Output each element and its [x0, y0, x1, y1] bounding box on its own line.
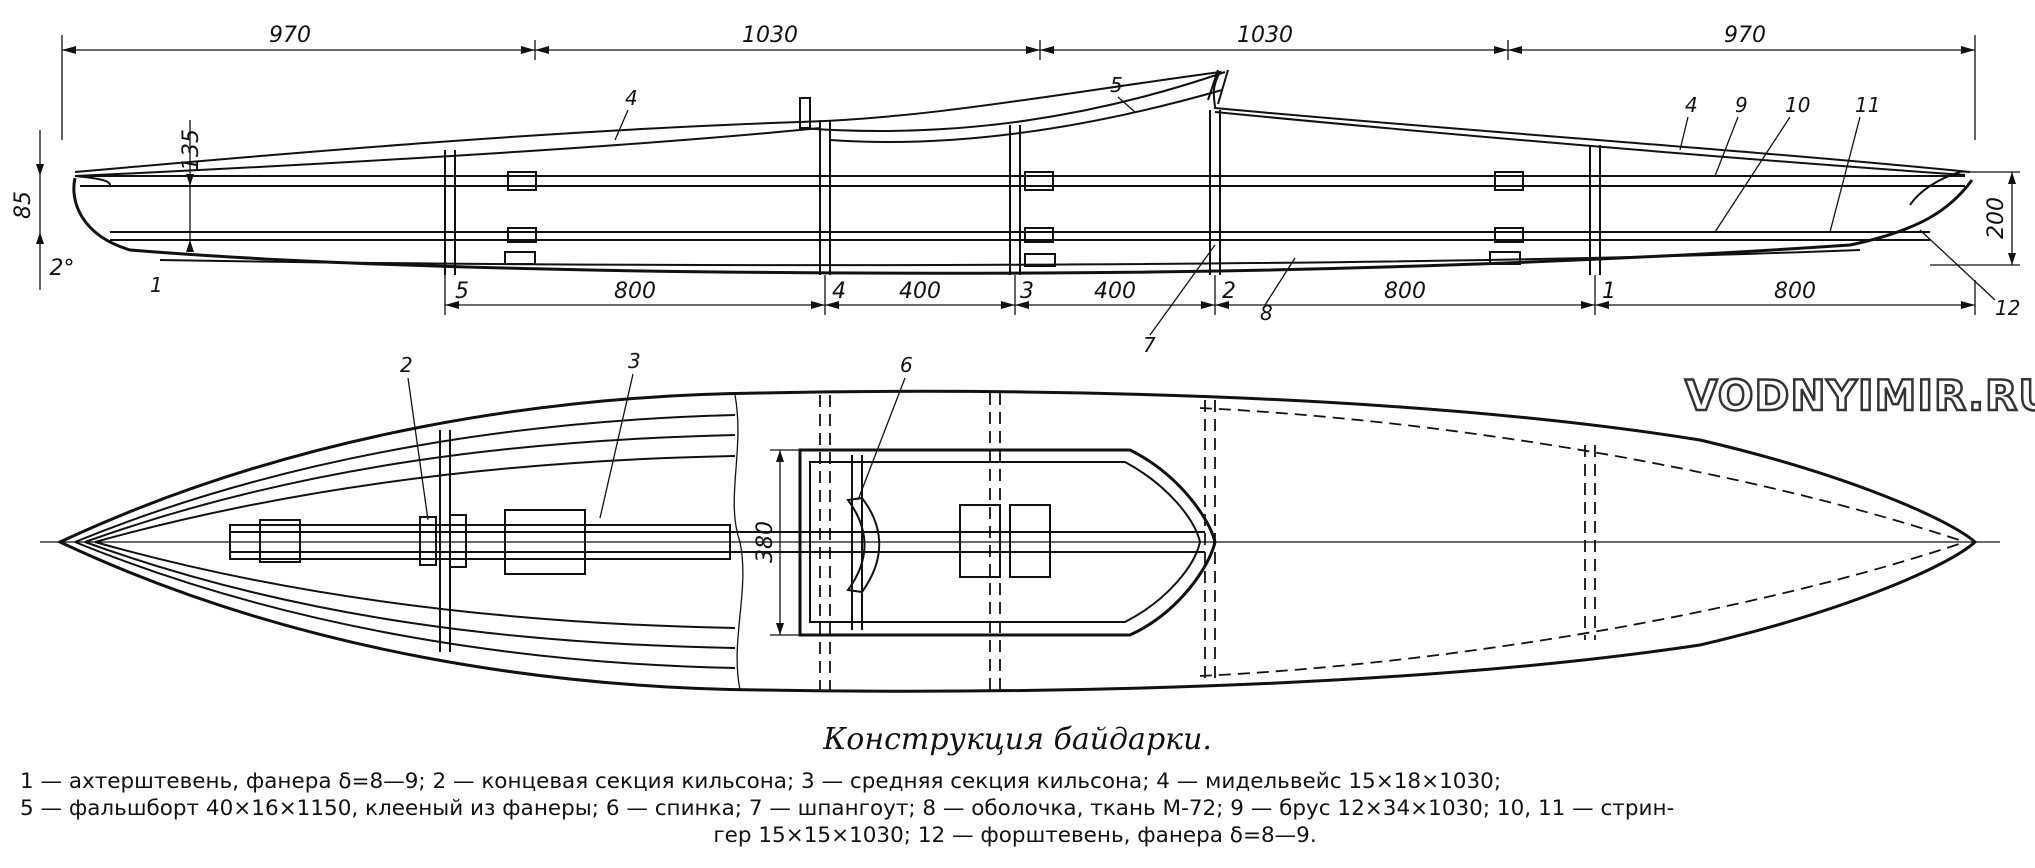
side-label-11: 11	[1855, 93, 1880, 117]
side-label-9: 9	[1735, 93, 1748, 117]
height-dim-85: 85	[11, 191, 36, 219]
plan-label-2: 2	[400, 353, 413, 377]
bottom-dim-5: 800	[1774, 279, 1816, 304]
top-dim-4: 970	[1724, 23, 1766, 48]
top-dim-2: 1030	[742, 23, 798, 48]
plan-view: 380 2 3 6	[40, 349, 2000, 693]
watermark: VODNYIMIR.RU	[1685, 371, 2035, 420]
height-dim-200: 200	[1984, 197, 2009, 239]
hull-sheer-line	[74, 70, 1971, 173]
height-dim-135: 135	[179, 129, 204, 171]
hull-bottom-line	[72, 177, 1974, 275]
plan-label-6: 6	[900, 353, 913, 377]
bottom-dim-1: 800	[614, 279, 656, 304]
frame-number-4: 4	[832, 279, 846, 304]
plan-label-3: 3	[628, 349, 641, 373]
hull-plan-outline	[56, 389, 1978, 693]
plan-width-dim-380: 380	[753, 521, 778, 563]
side-label-4-right: 4	[1685, 93, 1698, 117]
side-label-5: 5	[1110, 73, 1123, 97]
side-label-10: 10	[1785, 93, 1810, 117]
bottom-dim-2: 400	[899, 279, 941, 304]
side-label-12: 12	[1995, 296, 2020, 320]
side-label-4-left: 4	[625, 86, 638, 110]
side-label-1: 1	[150, 273, 163, 297]
bottom-dim-4: 800	[1384, 279, 1426, 304]
side-view: 970 1030 1030 970	[11, 23, 2020, 357]
figure-caption: Конструкция байдарки.	[823, 722, 1212, 757]
top-dim-1: 970	[269, 23, 311, 48]
side-label-8: 8	[1260, 301, 1273, 325]
frame-number-3: 3	[1020, 279, 1034, 304]
figure-legend: 1 — ахтерштевень, фанера δ=8—9; 2 — конц…	[20, 768, 2010, 849]
bottom-dim-3: 400	[1094, 279, 1136, 304]
side-label-7: 7	[1143, 333, 1156, 357]
legend-line-3: гер 15×15×1030; 12 — форштевень, фанера …	[713, 823, 1317, 848]
frame-number-2: 2	[1222, 279, 1236, 304]
top-dim-3: 1030	[1237, 23, 1293, 48]
frame-number-1: 1	[1602, 279, 1616, 304]
angle-dim: 2°	[50, 256, 75, 281]
legend-line-1: 1 — ахтерштевень, фанера δ=8—9; 2 — конц…	[20, 769, 1502, 794]
frame-number-5: 5	[455, 279, 469, 304]
legend-line-2: 5 — фальшборт 40×16×1150, клееный из фан…	[20, 796, 1675, 821]
